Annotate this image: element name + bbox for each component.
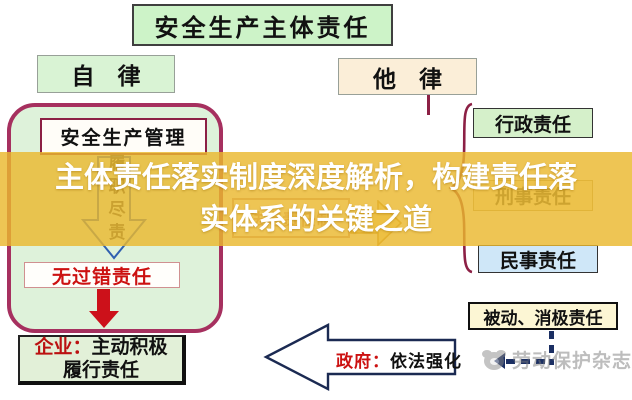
government-arrow-icon <box>263 323 457 391</box>
other-discipline-box: 他 律 <box>338 58 477 95</box>
red-arrow-icon <box>97 289 110 312</box>
civil-liability-box: 民事责任 <box>478 245 598 273</box>
government-arrow-text: 政府：依法强化 <box>336 347 462 372</box>
no-fault-liability-box: 无过错责任 <box>24 262 180 288</box>
enterprise-line1: 企业：主动积极 <box>34 336 167 359</box>
headline-banner: 主体责任落实制度深度解析，构建责任落 实体系的关键之道 <box>0 152 632 246</box>
diagram-title: 安全生产主体责任 <box>132 4 393 46</box>
government-action-text: 依法强化 <box>390 352 462 371</box>
enterprise-label: 企业： <box>34 337 92 358</box>
watermark-text: 劳动保护杂志 <box>512 351 632 372</box>
red-arrowhead-icon <box>89 311 119 328</box>
headline-line1: 主体责任落实制度深度解析，构建责任落 <box>54 162 577 194</box>
connector-line <box>427 95 430 115</box>
administrative-liability-box: 行政责任 <box>473 108 593 138</box>
enterprise-line2: 履行责任 <box>62 360 139 381</box>
self-discipline-box: 自 律 <box>37 55 175 93</box>
government-label: 政府： <box>336 352 390 371</box>
enterprise-box: 企业：主动积极 履行责任 <box>18 335 186 385</box>
headline-line2: 实体系的关键之道 <box>199 204 432 236</box>
magazine-logo-icon <box>482 348 508 372</box>
watermark: 劳动保护杂志 <box>482 346 632 373</box>
safety-management-box: 安全生产管理 <box>40 118 207 155</box>
dashed-line-horizontal <box>506 359 550 364</box>
passive-liability-box: 被动、消极责任 <box>468 302 618 330</box>
dashed-line-vertical <box>549 331 554 365</box>
enterprise-text1: 主动积极 <box>91 337 168 358</box>
